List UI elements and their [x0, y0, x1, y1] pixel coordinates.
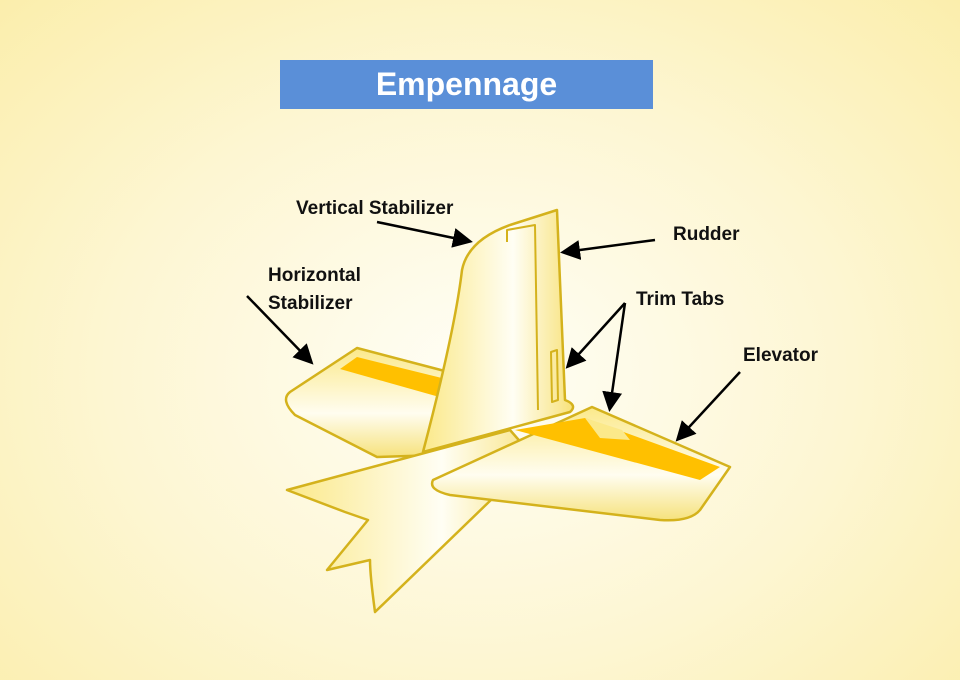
- label-horizontal-stabilizer-line1: Horizontal: [268, 265, 361, 286]
- vertical-stabilizer: [421, 208, 575, 454]
- rudder-arrow: [560, 238, 656, 260]
- label-horizontal-stabilizer-line2: Stabilizer: [268, 293, 353, 314]
- right-horizontal-stabilizer: [430, 405, 732, 522]
- label-elevator: Elevator: [743, 345, 818, 366]
- label-vertical-stabilizer: Vertical Stabilizer: [296, 198, 454, 219]
- rudder-trim-tab: [550, 349, 559, 403]
- trim-tab-arrow-rudder: [565, 302, 626, 369]
- vertical-stabilizer-arrow: [376, 220, 473, 248]
- title-banner: Empennage: [280, 60, 653, 109]
- elevator-trim-tab: [585, 418, 630, 440]
- rudder-hinge-line: [506, 224, 539, 411]
- label-rudder: Rudder: [673, 224, 740, 245]
- right-elevator: [515, 418, 720, 480]
- label-trim-tabs: Trim Tabs: [636, 289, 725, 310]
- page-title: Empennage: [375, 66, 558, 102]
- left-elevator: [340, 357, 458, 400]
- elevator-arrow: [675, 371, 741, 442]
- trim-tab-arrow-elevator: [602, 302, 627, 412]
- horizontal-stabilizer-arrow: [246, 295, 314, 365]
